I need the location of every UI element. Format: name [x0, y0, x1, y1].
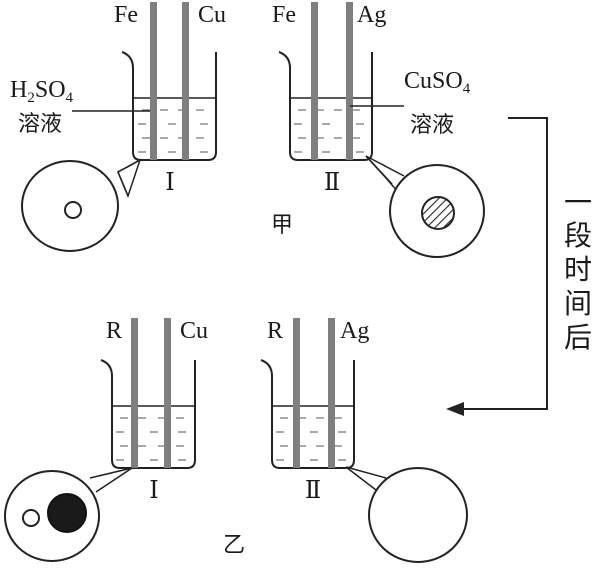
beaker-label: Ⅱ [324, 170, 340, 196]
arrow-char-3: 时 [564, 253, 592, 286]
solution-fill [133, 98, 216, 160]
arrow-char-1: 一 [564, 186, 592, 219]
electrode-label-fe: Fe [272, 2, 296, 28]
bottom-beaker-2-label: Ⅱ [305, 478, 321, 504]
electrode-label-ag: Ag [340, 318, 369, 344]
magnifier-pointer [89, 467, 133, 493]
electrode-label-ag: Ag [357, 2, 386, 28]
formula-h2so4: H2SO4 [10, 77, 74, 106]
arrow-path [460, 117, 548, 410]
panel-name-bottom: 乙 [223, 533, 245, 558]
thick-deposit-section [47, 493, 87, 533]
clean-electrode-section [64, 201, 82, 219]
electrode-fe [150, 2, 157, 160]
electrode-label-r: R [267, 318, 283, 344]
solution-fill [272, 406, 354, 468]
beaker-label: Ⅰ [165, 170, 174, 196]
electrode-label-cu: Cu [180, 318, 208, 344]
arrow-char-2: 段 [564, 219, 592, 252]
bottom-beaker-2: R Ag [260, 318, 369, 469]
solution-word: 溶液 [410, 113, 454, 138]
solution-word: 溶液 [18, 112, 62, 137]
top-magnifier-left [21, 158, 142, 252]
magnifier-pointer [345, 466, 387, 491]
bottom-beaker-1: R Cu Ⅰ [100, 318, 208, 504]
electrode-r [131, 318, 138, 468]
formula-cuso4: CuSO4 [404, 68, 471, 97]
coated-electrode-section [421, 196, 455, 230]
panel-name-top: 甲 [271, 213, 293, 238]
top-solution-label-right: CuSO4 溶液 [350, 68, 471, 138]
bottom-magnifier-right [345, 466, 468, 563]
top-beaker-1: Fe Cu Ⅰ [114, 2, 226, 196]
electrode-label-fe: Fe [114, 2, 138, 28]
electrode-r [293, 318, 300, 468]
top-solution-label-left: H2SO4 溶液 [10, 77, 150, 137]
solution-dashes [294, 109, 364, 153]
electrode-label-r: R [106, 318, 122, 344]
magnifier-circle [368, 467, 468, 563]
beaker-outline [100, 359, 196, 469]
solution-dashes [276, 417, 346, 461]
electrode-ag [328, 318, 335, 468]
beaker-outline [260, 359, 355, 469]
top-magnifier-right [365, 155, 485, 258]
electrode-label-cu: Cu [198, 2, 226, 28]
bottom-magnifier-left [4, 467, 133, 562]
arrow-head [446, 402, 464, 416]
beaker-outline [278, 51, 373, 161]
top-beaker-2: Fe Ag Ⅱ [272, 2, 386, 196]
arrow-char-4: 间 [564, 287, 592, 320]
beaker-outline [121, 51, 217, 161]
beaker-label: Ⅰ [149, 478, 158, 504]
solution-fill [112, 406, 195, 468]
arrow-label-bg [562, 188, 596, 358]
electrode-fe [311, 2, 318, 160]
electrode-cu [164, 318, 171, 468]
clean-electrode-section [22, 509, 40, 527]
time-arrow: 一 段 时 间 后 [446, 117, 596, 416]
electrode-cu [182, 2, 189, 160]
arrow-char-5: 后 [564, 321, 592, 354]
solution-fill [290, 98, 372, 160]
electrode-ag [346, 2, 353, 160]
